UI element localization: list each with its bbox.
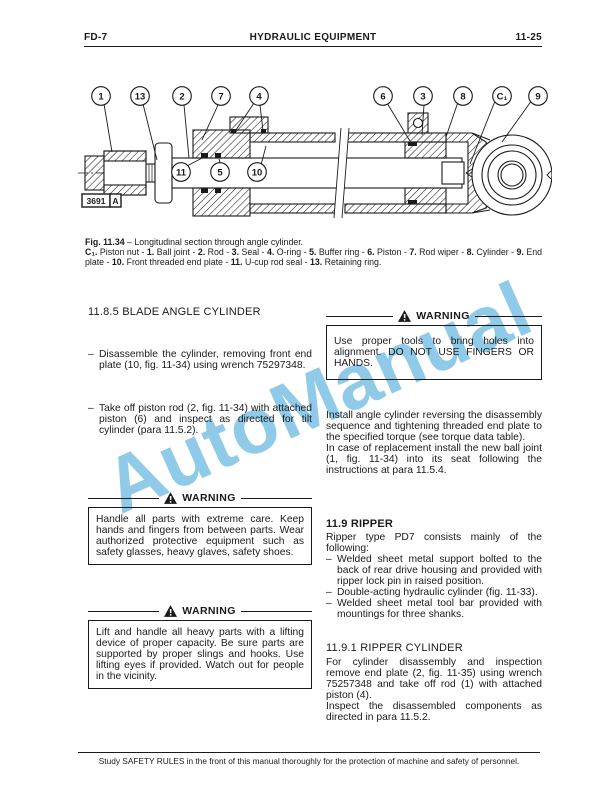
paragraph-inspect: Inspect the disassembled components as d… <box>326 701 542 723</box>
figure-caption: Fig. 11.34 – Longitudinal section throug… <box>85 237 543 267</box>
port-boss-left <box>229 116 269 134</box>
callout-1: 1 <box>98 92 104 103</box>
warning-title-row: WARNING <box>326 310 543 322</box>
callout-5: 5 <box>217 168 223 179</box>
callout-3: 3 <box>420 92 425 103</box>
bullet-dash: – <box>326 598 332 609</box>
callout-labels: 1 13 2 7 4 6 3 8 C₁ 9 11 5 10 <box>98 92 540 179</box>
paragraph-install-cylinder: Install angle cylinder reversing the dis… <box>326 410 542 443</box>
paragraph-ripper-intro: Ripper type PD7 consists mainly of the f… <box>326 532 542 554</box>
section-heading-1191: 11.9.1 RIPPER CYLINDER <box>326 642 463 654</box>
callout-7: 7 <box>218 92 223 103</box>
warning-label: WARNING <box>182 492 236 504</box>
list-item-text: Welded sheet metal tool bar provided wit… <box>337 598 542 620</box>
figure-caption-number: Fig. 11.34 <box>85 237 125 247</box>
warning-rule-right <box>240 497 313 499</box>
warning-box-text: Use proper tools to bring holes into ali… <box>326 325 542 380</box>
warning-triangle-icon <box>164 492 178 504</box>
callout-13: 13 <box>135 92 146 103</box>
warning-label: WARNING <box>182 605 236 617</box>
seals <box>201 129 417 204</box>
warning-block-lifting: WARNING Lift and handle all heavy parts … <box>88 605 313 689</box>
piston <box>404 141 447 205</box>
header-title: HYDRAULIC EQUIPMENT <box>249 32 377 43</box>
figure-tag: 3691 A <box>81 193 122 208</box>
warning-triangle-icon <box>398 310 412 322</box>
warning-block-handle-parts: WARNING Handle all parts with extreme ca… <box>88 492 313 565</box>
right-column: WARNING Use proper tools to bring holes … <box>326 310 543 723</box>
rod-flange <box>154 142 173 204</box>
break-lines <box>333 127 350 219</box>
callout-6: 6 <box>380 92 385 103</box>
warning-label: WARNING <box>416 310 470 322</box>
figure-tag-number: 3691 <box>87 196 106 206</box>
list-item: – Double-acting hydraulic cylinder (fig.… <box>326 587 542 598</box>
callout-9: 9 <box>535 92 540 103</box>
port-boss-right <box>407 112 429 134</box>
page-footer: Study SAFETY RULES in the front of this … <box>78 752 540 766</box>
cylinder-section-svg: 1 13 2 7 4 6 3 8 C₁ 9 11 5 10 <box>78 86 552 219</box>
paragraph-ripper-cylinder: For cylinder disassembly and inspection … <box>326 657 542 701</box>
list-item-text: Take off piston rod (2, fig. 11-34) with… <box>99 403 312 436</box>
warning-rule-right <box>474 315 543 317</box>
callout-11: 11 <box>176 168 187 179</box>
warning-rule-right <box>240 610 313 612</box>
callout-2: 2 <box>179 92 184 103</box>
warning-title-row: WARNING <box>88 605 313 617</box>
piston-nut <box>441 161 473 185</box>
figure-tag-suffix: A <box>112 196 118 206</box>
warning-box-text: Lift and handle all heavy parts with a l… <box>88 620 312 689</box>
callout-4: 4 <box>256 92 262 103</box>
bullet-dash: – <box>326 587 332 598</box>
section-heading-1185: 11.8.5 BLADE ANGLE CYLINDER <box>88 306 261 318</box>
warning-rule-left <box>88 610 160 612</box>
list-item-text: Welded sheet metal support bolted to the… <box>337 554 542 587</box>
warning-rule-left <box>326 315 394 317</box>
section-heading-119: 11.9 RIPPER <box>326 518 394 530</box>
leader-lines <box>103 99 533 167</box>
header-doc-code: FD-7 <box>84 32 108 43</box>
page-header: FD-7 HYDRAULIC EQUIPMENT 11-25 <box>84 32 542 47</box>
cylinder-geometry: 1 13 2 7 4 6 3 8 C₁ 9 11 5 10 <box>78 86 552 219</box>
figure-caption-legend: C₁. Piston nut - 1. Ball joint - 2. Rod … <box>85 246 543 267</box>
bullet-dash: – <box>326 554 332 565</box>
callout-8: 8 <box>460 92 465 103</box>
list-item-text: Double-acting hydraulic cylinder (fig. 1… <box>337 587 538 598</box>
warning-rule-left <box>88 497 160 499</box>
list-item: – Welded sheet metal tool bar provided w… <box>326 598 542 620</box>
callout-circles <box>91 86 548 182</box>
left-column: 11.8.5 BLADE ANGLE CYLINDER – Disassembl… <box>88 306 313 689</box>
warning-triangle-icon <box>164 605 178 617</box>
bullet-dash: – <box>88 403 94 414</box>
callout-10: 10 <box>252 168 263 179</box>
figure-caption-title: – Longitudinal section through angle cyl… <box>124 237 304 247</box>
list-item: – Welded sheet metal support bolted to t… <box>326 554 542 587</box>
cylinder-section-drawing: 1 13 2 7 4 6 3 8 C₁ 9 11 5 10 <box>74 74 552 234</box>
warning-box-text: Handle all parts with extreme care. Keep… <box>88 507 312 565</box>
bullet-dash: – <box>88 349 94 360</box>
warning-block-alignment: WARNING Use proper tools to bring holes … <box>326 310 543 380</box>
eye-ball-joint <box>471 132 552 216</box>
callout-c1: C₁ <box>497 92 508 103</box>
ball-joint-rod-end <box>84 150 156 196</box>
list-item: – Take off piston rod (2, fig. 11-34) wi… <box>88 403 312 436</box>
list-item: – Disassemble the cylinder, removing fro… <box>88 349 312 371</box>
list-item-text: Disassemble the cylinder, removing front… <box>99 349 312 371</box>
header-page-number: 11-25 <box>515 32 542 43</box>
warning-title-row: WARNING <box>88 492 313 504</box>
paragraph-ball-joint: In case of replacement install the new b… <box>326 443 542 476</box>
